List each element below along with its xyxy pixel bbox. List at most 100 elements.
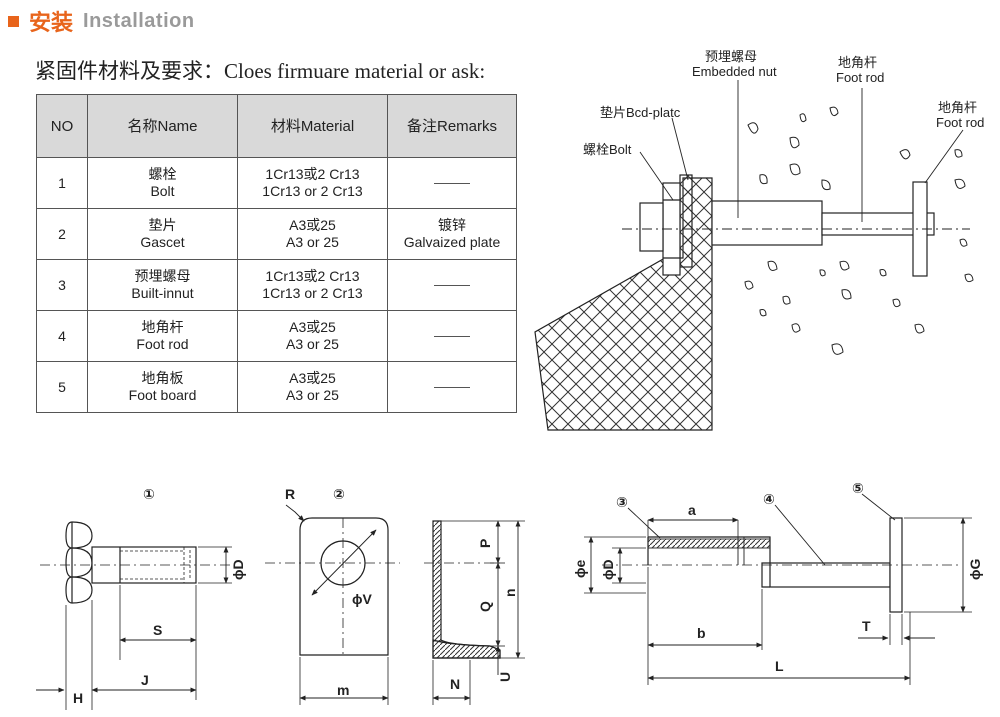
empty-dash <box>434 285 470 287</box>
dim-nn-label: N <box>450 676 460 692</box>
material-line-2: A3 or 25 <box>286 234 339 250</box>
section-title-cn: 安装 <box>29 11 74 36</box>
dim-r-label: R <box>285 486 295 502</box>
material-line-2: A3 or 25 <box>286 387 339 403</box>
part2-number: ② <box>333 486 345 502</box>
section-title-en: Installation <box>83 9 195 32</box>
foot-rod2-label-en: Foot rod <box>936 115 984 130</box>
foot-rod <box>821 212 935 236</box>
dim-s-label: S <box>153 622 162 638</box>
dim-b-label: b <box>697 625 706 641</box>
part345-drawing <box>584 493 972 685</box>
dim-v-label: ϕV <box>352 591 372 607</box>
dim-q-label: Q <box>477 601 493 612</box>
name-en: Built-innut <box>131 285 194 301</box>
col-header-material: 材料Material <box>237 94 388 158</box>
dim-j-label: J <box>141 672 149 688</box>
name-en: Gascet <box>140 234 185 250</box>
embedded-nut-label-cn: 预埋螺母 <box>705 49 757 64</box>
section-header: 安装 Installation <box>8 6 195 36</box>
material-line-1: 1Cr13或2 Cr13 <box>265 166 360 182</box>
col-header-no: NO <box>36 94 88 158</box>
empty-dash <box>434 183 470 185</box>
material-line-2: 1Cr13 or 2 Cr13 <box>262 285 363 301</box>
remark-line-2: Galvaized plate <box>403 234 501 250</box>
bolt-shank <box>639 202 664 252</box>
cell-no: 4 <box>36 310 88 362</box>
name-cn: 垫片 <box>148 217 177 233</box>
name-en: Foot rod <box>136 336 189 352</box>
name-cn: 地角杆 <box>141 319 184 335</box>
material-line-1: A3或25 <box>289 217 336 233</box>
dim-m-label: m <box>337 682 349 698</box>
washer-label: 垫片Bcd-platc <box>600 105 681 120</box>
dim-a-label: a <box>688 502 696 518</box>
assembly-drawing <box>534 80 974 431</box>
cell-remarks <box>387 361 517 413</box>
name-cn: 螺栓 <box>148 166 177 182</box>
part5-number: ⑤ <box>852 480 864 496</box>
material-subtitle: 紧固件材料及要求：Cloes firmuare material or ask: <box>35 59 486 83</box>
dim-h-label: H <box>73 690 83 706</box>
dim-n-label: n <box>502 588 518 597</box>
dim-d-label: ϕD <box>230 559 246 580</box>
name-en: Bolt <box>150 183 175 199</box>
part1-labels: ① S J H ϕD <box>73 486 246 706</box>
embedded-nut-label-en: Embedded nut <box>692 64 777 79</box>
cell-no: 2 <box>36 208 88 260</box>
empty-dash <box>434 387 470 389</box>
part4-number: ④ <box>763 491 775 507</box>
material-line-1: A3或25 <box>289 370 336 386</box>
col-header-name: 名称Name <box>87 94 238 158</box>
part2-washer-drawing <box>265 504 525 705</box>
dim-u-label: U <box>497 672 513 682</box>
empty-dash <box>434 336 470 338</box>
part1-number: ① <box>143 486 155 502</box>
orange-square-icon <box>8 15 19 27</box>
embedded-nut <box>711 200 823 246</box>
foot-rod-label-cn: 地角杆 <box>838 55 877 70</box>
part3-number: ③ <box>616 494 628 510</box>
cell-no: 3 <box>36 259 88 311</box>
name-cn: 地角板 <box>141 370 184 386</box>
dim-d2-label: ϕD <box>600 559 616 580</box>
part2-labels: ② R ϕV m P Q n U N <box>285 486 518 698</box>
part1-bolt-drawing <box>36 521 232 710</box>
bolt-label: 螺栓Bolt <box>583 142 632 157</box>
dim-g-label: ϕG <box>967 559 983 580</box>
remark-line-1: 镀锌 <box>438 217 466 233</box>
foot-rod-label-en: Foot rod <box>836 70 884 85</box>
dim-e-label: ϕe <box>572 560 588 578</box>
name-en: Foot board <box>128 387 197 403</box>
gravel-pebbles <box>744 106 974 355</box>
table-header-row: NO 名称Name 材料Material 备注Remarks <box>36 94 517 158</box>
material-line-1: 1Cr13或2 Cr13 <box>265 268 360 284</box>
part345-labels: ③ ④ ⑤ a b L T ϕe ϕD ϕG <box>572 480 983 674</box>
name-cn: 预埋螺母 <box>134 268 191 284</box>
material-line-2: 1Cr13 or 2 Cr13 <box>262 183 363 199</box>
foot-rod2-label-cn: 地角杆 <box>938 100 977 115</box>
dim-t-label: T <box>862 618 871 634</box>
material-line-1: A3或25 <box>289 319 336 335</box>
dim-p-label: P <box>477 539 493 548</box>
dim-l-label: L <box>775 658 784 674</box>
washer-plate <box>679 174 693 268</box>
material-line-2: A3 or 25 <box>286 336 339 352</box>
assembly-labels: 预埋螺母 Embedded nut 地角杆 Foot rod 地角杆 Foot … <box>583 49 984 157</box>
